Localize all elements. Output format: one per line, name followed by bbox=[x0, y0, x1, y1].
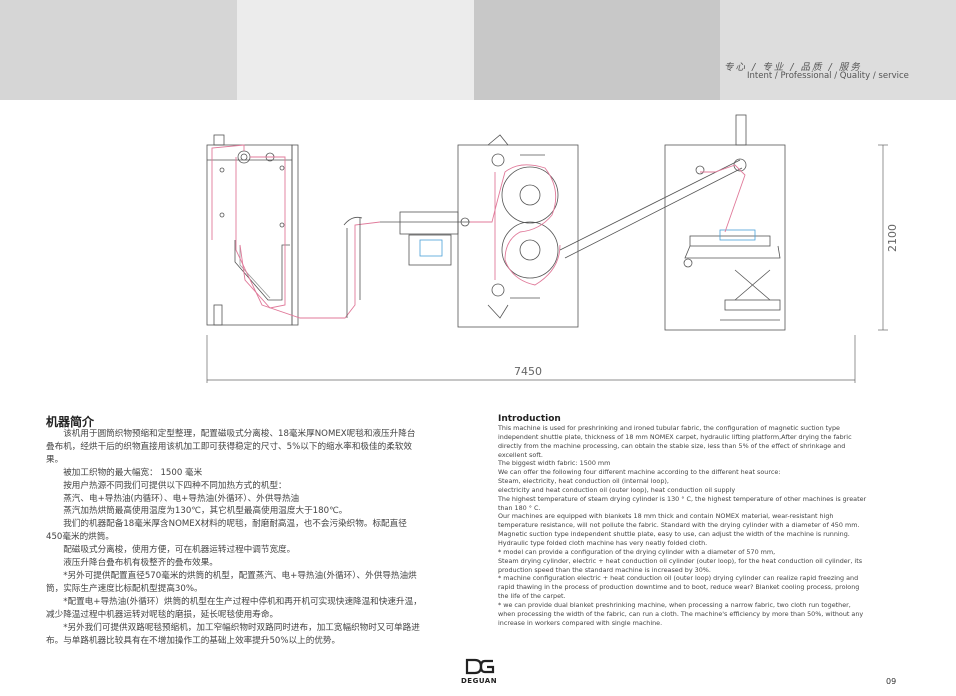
header-band-4 bbox=[720, 0, 956, 100]
folding-unit bbox=[664, 114, 786, 331]
intro-line-en: Our machines are equipped with blankets … bbox=[498, 512, 834, 521]
fabric-path-right bbox=[700, 164, 746, 233]
intro-line-cn: 蒸汽加热烘筒最高使用温度为130℃，其它机型最高使用温度大于180℃。 bbox=[46, 506, 348, 517]
intro-line-en: directly from the machine processing, ca… bbox=[498, 441, 846, 450]
intro-line-en: This machine is used for preshrinking an… bbox=[498, 424, 840, 432]
intro-line-en: The biggest width fabric: 1500 mm bbox=[498, 459, 611, 468]
intro-line-cn: 叠布机，经烘干后的织物直接用该机加工即可获得稳定的尺寸、5%以下的缩水率和极佳的… bbox=[46, 441, 412, 452]
intro-line-cn: 450毫米的烘筒。 bbox=[46, 532, 114, 543]
slogan-chinese: 专心 / 专业 / 品质 / 服务 bbox=[724, 62, 862, 73]
intro-line-en: when processing the width of the fabric,… bbox=[498, 609, 864, 618]
machine-technical-drawing: 7450 2100 bbox=[206, 114, 899, 383]
fabric-path-left bbox=[211, 144, 381, 319]
fabric-path-middle bbox=[470, 164, 561, 286]
intro-line-cn: *另外我们可提供双路呢毯预缩机，加工窄幅织物时双路同时进布，加工宽幅织物时又可单… bbox=[46, 622, 420, 633]
logo-text: DEGUAN bbox=[461, 677, 498, 685]
deguan-logo-mark bbox=[465, 658, 495, 675]
intro-line-en: than 180 ° C. bbox=[498, 503, 541, 512]
header-band-2 bbox=[237, 0, 474, 100]
drying-unit bbox=[457, 134, 579, 328]
feed-section bbox=[206, 134, 299, 326]
intro-line-en: The highest temperature of steam drying … bbox=[498, 494, 867, 503]
intro-line-en: the life of the carpet. bbox=[498, 592, 566, 601]
intro-body-en: This machine is used for preshrinking an… bbox=[498, 424, 908, 627]
slogan-english: Intent / Professional / Quality / servic… bbox=[747, 71, 909, 81]
intro-line-cn: 按用户热源不同我们可提供以下四种不同加热方式的机型： bbox=[46, 480, 287, 491]
intro-body-cn: 该机用于圆筒织物预缩和定型整理，配置磁吸式分离梭、18毫米厚NOMEX呢毯和液压… bbox=[46, 428, 466, 647]
intro-line-cn: *另外可提供配置直径570毫米的烘筒的机型，配置蒸汽、电+导热油(外循环）、外供… bbox=[46, 570, 417, 581]
intro-line-en: Hydraulic type folded cloth machine has … bbox=[498, 538, 708, 547]
page-number: 09 bbox=[886, 677, 897, 686]
intro-line-en: Magnetic suction type independent shuttl… bbox=[498, 530, 850, 539]
width-dimension: 7450 bbox=[514, 365, 542, 378]
intro-line-en: * we can provide dual blanket preshrinki… bbox=[498, 600, 851, 609]
intro-line-cn: 该机用于圆筒织物预缩和定型整理，配置磁吸式分离梭、18毫米厚NOMEX呢毯和液压… bbox=[46, 429, 416, 439]
intro-line-en: temperature resistance, will not pollute… bbox=[498, 521, 860, 530]
header-band-1 bbox=[0, 0, 237, 100]
intro-line-cn: 蒸汽、电+导热油(内循环）、电+导热油(外循环）、外供导热油 bbox=[46, 493, 300, 504]
intro-line-en: * model can provide a configuration of t… bbox=[498, 547, 776, 556]
intro-line-en: We can offer the following four differen… bbox=[498, 468, 781, 477]
intro-line-en: independent shuttle plate, thickness of … bbox=[498, 432, 852, 441]
intro-title-cn: 机器简介 bbox=[46, 415, 95, 429]
intro-line-en: increase in workers compared with single… bbox=[498, 618, 663, 627]
intro-line-en: excellent soft. bbox=[498, 450, 543, 459]
header-band-3 bbox=[474, 0, 720, 100]
intro-line-en: Steam drying cylinder, electric + heat c… bbox=[498, 556, 863, 565]
height-dimension: 2100 bbox=[886, 224, 899, 252]
intro-line-en: Steam, electricity, heat conduction oil … bbox=[498, 477, 669, 486]
intro-line-cn: 液压升降台叠布机有极整齐的叠布效果。 bbox=[46, 558, 218, 569]
intro-line-en: production speed than the standard machi… bbox=[498, 565, 711, 574]
intro-line-cn: 被加工织物的最大幅宽： 1500 毫米 bbox=[46, 467, 203, 478]
intro-line-cn: *配置电+导热油(外循环）烘筒的机型在生产过程中停机和再开机可实现快速降温和快速… bbox=[46, 596, 422, 607]
intro-line-en: rapid thawing in the process of producti… bbox=[498, 583, 860, 592]
shuttle-plate bbox=[380, 211, 470, 266]
intro-line-cn: 配磁吸式分离梭，使用方便，可在机器运转过程中调节宽度。 bbox=[46, 545, 296, 556]
intro-line-en: electricity and heat conduction oil (out… bbox=[498, 485, 736, 494]
intro-line-cn: 减少降温过程中机器运转对呢毯的磨损，延长呢毯使用寿命。 bbox=[46, 609, 279, 620]
intro-line-en: * machine configuration electric + heat … bbox=[498, 574, 859, 583]
intro-line-cn: 筒，实际生产速度比标配机型提高30%。 bbox=[46, 583, 203, 594]
deguan-logo: DEGUAN bbox=[461, 658, 501, 688]
intro-line-cn: 我们的机器配备18毫米厚含NOMEX材料的呢毯，耐磨耐高温，也不会污染织物。标配… bbox=[46, 519, 407, 530]
intro-line-cn: 果。 bbox=[46, 454, 64, 465]
intro-line-cn: 布。与单路机器比较具有在不增加操作工的基础上效率提升50%以上的优势。 bbox=[46, 635, 341, 646]
dimension-lines bbox=[206, 144, 888, 383]
intro-title-en: Introduction bbox=[498, 414, 561, 424]
